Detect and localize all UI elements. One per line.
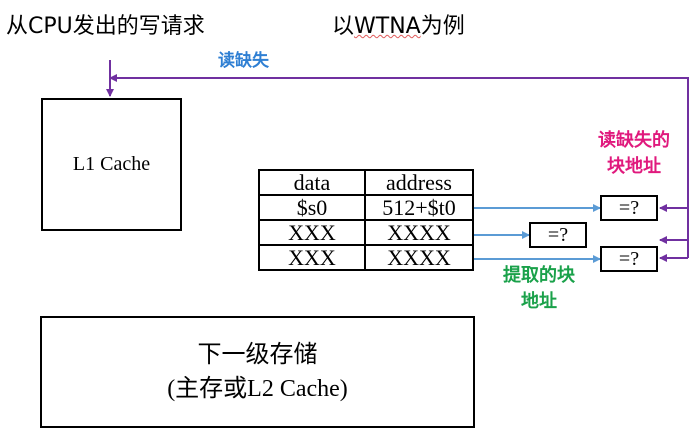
write-buffer-header: data address: [258, 169, 474, 196]
fetched-block-address-line1: 提取的块: [503, 265, 575, 286]
miss-block-address-line2: 块地址: [607, 156, 661, 177]
table-row: XXX XXXX: [258, 244, 474, 271]
write-buffer-table: data address $s0 512+$t0 XXX XXXX XXX XX…: [258, 169, 474, 271]
cell-address: XXXX: [364, 244, 474, 271]
comparator-1: =?: [600, 195, 658, 221]
table-row: XXX XXXX: [258, 219, 474, 246]
subtitle-policy: WTNA: [354, 14, 421, 39]
subtitle-suffix: 为例: [420, 14, 465, 39]
subtitle-prefix: 以: [332, 14, 355, 39]
comparator-2: =?: [529, 222, 587, 248]
fetched-block-address-label: 提取的块 地址: [484, 263, 594, 315]
cell-data: XXX: [258, 219, 366, 246]
page-title: 从CPU发出的写请求: [6, 14, 205, 39]
read-miss-label: 读缺失: [218, 51, 269, 71]
subtitle: 以WTNA为例: [332, 8, 465, 40]
miss-block-address-line1: 读缺失的: [598, 130, 670, 151]
l1-cache-label: L1 Cache: [72, 153, 151, 175]
cell-data: XXX: [258, 244, 366, 271]
header-data: data: [258, 169, 366, 196]
next-level-title: 下一级存储: [197, 342, 318, 368]
table-row: $s0 512+$t0: [258, 194, 474, 221]
fetched-block-address-line2: 地址: [521, 291, 557, 312]
cell-address: 512+$t0: [364, 194, 474, 221]
cell-data: $s0: [258, 194, 366, 221]
l1-cache-block: L1 Cache: [41, 98, 182, 231]
cell-address: XXXX: [364, 219, 474, 246]
miss-block-address-label: 读缺失的 块地址: [574, 128, 694, 180]
next-level-subtitle: (主存或L2 Cache): [167, 376, 348, 402]
next-level-storage-block: 下一级存储 (主存或L2 Cache): [40, 316, 475, 428]
comparator-3: =?: [600, 246, 658, 272]
header-address: address: [364, 169, 474, 196]
